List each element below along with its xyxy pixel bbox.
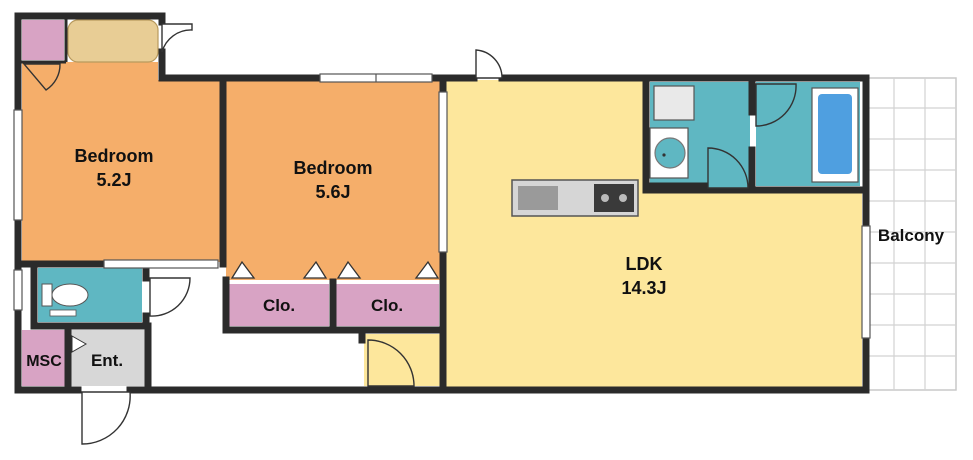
bedroom-b-label: Bedroom (293, 158, 372, 178)
entrance-room (70, 330, 146, 386)
ldk-label: LDK (626, 254, 663, 274)
ldk-size: 14.3J (621, 278, 666, 298)
closet-door-markers (230, 260, 440, 279)
windows (13, 73, 871, 339)
washing-machine (653, 85, 695, 121)
balcony-label: Balcony (878, 226, 945, 245)
bathtub (811, 87, 859, 183)
entrance-label: Ent. (91, 351, 123, 370)
entrance-step-marker (71, 335, 88, 353)
kitchen-counter (511, 179, 639, 217)
closet-b-room (336, 284, 439, 326)
ldk-room (445, 80, 862, 387)
bedroom-a-room (22, 62, 222, 262)
closet-a-label: Clo. (263, 296, 295, 315)
bedroom-b-size: 5.6J (315, 182, 350, 202)
storage-top-left (22, 20, 64, 60)
bedroom-a-label: Bedroom (74, 146, 153, 166)
toilet-fixture (41, 283, 89, 317)
balcony-area (863, 77, 957, 391)
msc-room (22, 330, 66, 386)
msc-label: MSC (26, 353, 62, 370)
washbasin (649, 127, 689, 179)
doors (22, 23, 797, 445)
bedroom-b-room (226, 80, 441, 280)
closet-a-room (229, 284, 329, 326)
bedroom-a-size: 5.2J (96, 170, 131, 190)
bedroom-a-wardrobe (67, 19, 159, 63)
closet-b-label: Clo. (371, 296, 403, 315)
